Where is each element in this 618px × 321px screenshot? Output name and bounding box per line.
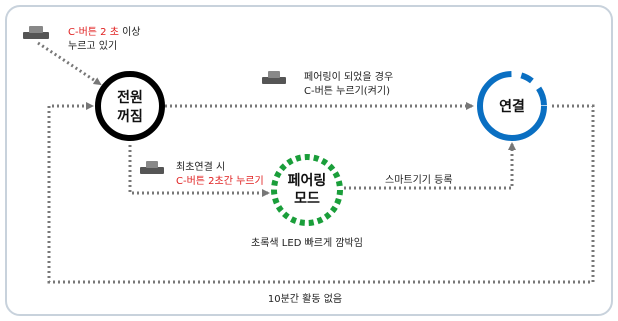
node-power-off: 전원 꺼짐 bbox=[95, 71, 165, 141]
annotation-led-blink: 초록색 LED 빠르게 깜박임 bbox=[251, 236, 363, 249]
node-power-off-label-1: 전원 bbox=[117, 89, 143, 106]
annotation-hold-highlight: C-버튼 2 초 bbox=[68, 26, 119, 38]
node-pairing-label-2: 모드 bbox=[294, 191, 320, 207]
node-pairing: 페어링 모드 bbox=[271, 154, 343, 226]
annotation-pairing-complete-line2: C-버튼 누르기(켜기) bbox=[304, 85, 390, 97]
button-icon bbox=[262, 71, 286, 84]
annotation-pairing-complete-line1: 페어링이 되었을 경우 bbox=[304, 70, 393, 83]
annotation-register-smart: 스마트기기 등록 bbox=[385, 174, 453, 186]
annotation-idle-timeout: 10분간 활동 없음 bbox=[268, 292, 342, 305]
node-connected: 연결 bbox=[477, 71, 547, 141]
edge-hold-to-power-off bbox=[37, 41, 102, 86]
edge-pairing-to-connected bbox=[344, 142, 516, 190]
annotation-first-connect-line1: 최초연결 시 bbox=[176, 161, 225, 173]
button-icon bbox=[23, 26, 49, 39]
button-icon bbox=[140, 161, 164, 174]
annotation-first-connect-line2: C-버튼 2초간 누르기 bbox=[176, 175, 264, 187]
node-power-off-label-2: 꺼짐 bbox=[117, 108, 143, 125]
annotation-hold-button-line1: C-버튼 2 초 이상 bbox=[68, 26, 141, 38]
annotation-hold-suffix: 이상 bbox=[119, 26, 141, 38]
annotation-hold-button-line2: 누르고 있기 bbox=[68, 40, 117, 52]
node-pairing-label-1: 페어링 bbox=[288, 172, 327, 189]
edge-power-off-to-pairing bbox=[128, 145, 270, 197]
node-connected-label: 연결 bbox=[499, 98, 525, 115]
connector-lines bbox=[37, 41, 595, 284]
